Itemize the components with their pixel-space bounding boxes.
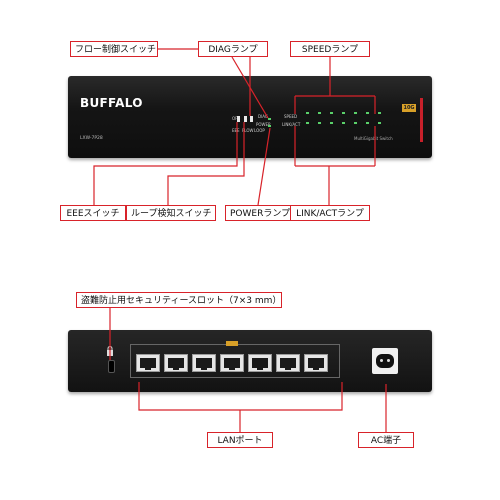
model-number: LXW-7P28 bbox=[80, 136, 103, 141]
lan-port-2[interactable] bbox=[164, 354, 188, 372]
speed-led-1 bbox=[306, 112, 309, 114]
diag-text: DIAG bbox=[258, 114, 269, 119]
eee-text: EEE bbox=[232, 128, 240, 133]
brand-logo: BUFFALO bbox=[80, 96, 143, 110]
label-speed-lamp: SPEEDランプ bbox=[290, 41, 370, 57]
speed-led-4 bbox=[342, 112, 345, 114]
speed-led-3 bbox=[330, 112, 333, 114]
label-eee-switch: EEEスイッチ bbox=[60, 205, 126, 221]
flow-text: FLOW bbox=[242, 128, 254, 133]
label-loop-detect-switch: ループ検知スイッチ bbox=[126, 205, 216, 221]
off-text: OFF bbox=[232, 116, 240, 121]
loop-detect-switch[interactable] bbox=[244, 116, 247, 122]
flow-control-switch[interactable] bbox=[250, 116, 253, 122]
label-lan-port: LANポート bbox=[207, 432, 273, 448]
ports-badge bbox=[226, 341, 238, 346]
lan-port-5[interactable] bbox=[248, 354, 272, 372]
security-slot[interactable] bbox=[108, 360, 115, 373]
ac-inlet[interactable] bbox=[372, 348, 398, 374]
speed-led-7 bbox=[378, 112, 381, 114]
link-led-6 bbox=[366, 122, 369, 124]
speed-led-6 bbox=[366, 112, 369, 114]
brand-subtext: MultiGigabit Switch bbox=[354, 136, 393, 141]
power-led bbox=[268, 125, 271, 127]
link-act-text: LINK/ACT bbox=[282, 122, 301, 127]
red-accent-stripe bbox=[420, 98, 423, 142]
label-diag-lamp: DIAGランプ bbox=[198, 41, 268, 57]
label-ac-terminal: AC端子 bbox=[358, 432, 414, 448]
link-led-1 bbox=[306, 122, 309, 124]
link-led-3 bbox=[330, 122, 333, 124]
loop-text: LOOP bbox=[254, 128, 265, 133]
lan-port-7[interactable] bbox=[304, 354, 328, 372]
label-power-lamp: POWERランプ bbox=[225, 205, 291, 221]
label-flow-control-switch: フロー制御スイッチ bbox=[70, 41, 158, 57]
link-led-5 bbox=[354, 122, 357, 124]
diag-led bbox=[268, 118, 271, 120]
speed-badge: 10G bbox=[402, 104, 416, 112]
lan-port-4[interactable] bbox=[220, 354, 244, 372]
link-led-2 bbox=[318, 122, 321, 124]
label-security-slot: 盗難防止用セキュリティースロット（7×3 mm） bbox=[76, 292, 282, 308]
power-text: POWER bbox=[256, 122, 271, 127]
label-link-act-lamp: LINK/ACTランプ bbox=[290, 205, 370, 221]
lan-port-3[interactable] bbox=[192, 354, 216, 372]
lan-port-1[interactable] bbox=[136, 354, 160, 372]
eee-switch[interactable] bbox=[237, 116, 240, 122]
speed-led-2 bbox=[318, 112, 321, 114]
lan-port-6[interactable] bbox=[276, 354, 300, 372]
switch-back-panel bbox=[68, 330, 432, 392]
link-led-4 bbox=[342, 122, 345, 124]
link-led-7 bbox=[378, 122, 381, 124]
speed-text: SPEED bbox=[284, 114, 298, 119]
speed-led-5 bbox=[354, 112, 357, 114]
